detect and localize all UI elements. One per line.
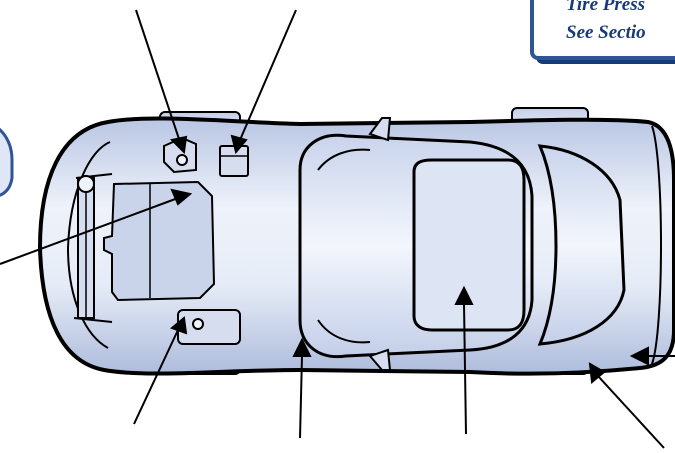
washer-reservoir	[177, 309, 241, 345]
mirror-left	[368, 117, 392, 142]
leader-roof	[463, 303, 467, 435]
callout-line-1: Tire Press	[566, 0, 645, 15]
reservoir-cap	[77, 175, 95, 193]
callout-line-2: See Sectio	[566, 22, 646, 43]
mirror-right	[368, 348, 392, 371]
leader-brake-fluid	[135, 9, 181, 143]
fuse-box	[219, 145, 249, 177]
leader-tire	[597, 375, 665, 449]
left-callout-bracket	[0, 127, 14, 197]
leader-washer	[133, 329, 179, 425]
rear-window	[537, 144, 626, 346]
callout-box: Tire Press See Sectio	[530, 0, 675, 64]
windshield-line	[317, 148, 371, 344]
leader-engine	[0, 197, 179, 265]
leader-fuse-box	[239, 9, 297, 141]
engine-block	[103, 180, 216, 302]
roof-panel	[412, 158, 526, 332]
rear-deck-line	[651, 125, 662, 365]
engine-compartment	[77, 136, 249, 345]
hood-outline	[66, 141, 111, 349]
leader-hood-release	[299, 355, 303, 439]
leader-lines	[0, 9, 675, 449]
